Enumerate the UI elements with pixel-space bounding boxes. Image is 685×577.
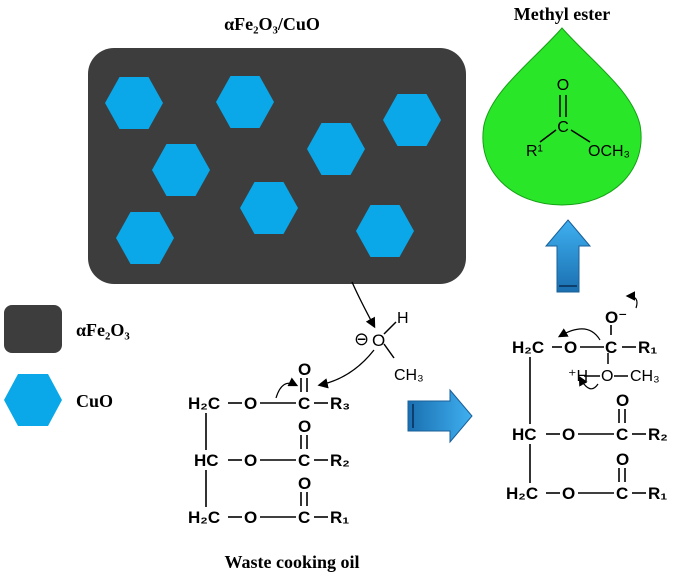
methoxide-oh-bond	[383, 321, 397, 335]
im-carbon: H₂C	[512, 338, 544, 357]
im-methoxy-ch3: CH₃	[630, 368, 660, 385]
catalyst-title: αFe₂O₃/CuO	[224, 14, 320, 34]
tg-carbonyl-c: C	[298, 394, 310, 413]
im-r-group: R₁	[648, 484, 667, 503]
cuo-hexagon	[152, 144, 210, 196]
tg-r-group: R₃	[330, 394, 350, 413]
im-carbonyl-c: C	[605, 338, 617, 357]
tg-carbonyl-o: O	[298, 417, 311, 436]
ester-bond-r	[539, 129, 557, 143]
product-drop	[482, 27, 642, 206]
tg-carbon: HC	[194, 451, 219, 470]
ester-r-group: R¹	[526, 143, 543, 160]
cuo-hexagon	[240, 182, 298, 234]
tg-carbonyl-c: C	[298, 451, 310, 470]
legend-fe2o3-label: αFe₂O₃	[76, 320, 130, 340]
im-arrow-to-o	[557, 328, 601, 341]
catalyst-to-methoxide-arrow	[351, 281, 376, 329]
ester-carbon: C	[557, 119, 569, 136]
im-carbonyl-c: C	[616, 425, 628, 444]
methoxide-charge: ⊖	[354, 329, 369, 349]
im-r-group: R₂	[648, 425, 668, 444]
tg-r-group: R₁	[330, 508, 349, 527]
tg-ester-o: O	[244, 508, 257, 527]
im-ester-o: O	[564, 338, 577, 357]
cuo-particles	[105, 76, 441, 264]
cuo-hexagon	[356, 205, 414, 257]
legend-cuo-swatch	[4, 374, 62, 426]
im-methoxy-o: O	[601, 368, 613, 385]
tg-carbon: H₂C	[188, 508, 220, 527]
im-carbonyl-c: C	[616, 484, 628, 503]
tg-ester-o: O	[244, 451, 257, 470]
im-carbon: HC	[512, 425, 537, 444]
legend-fe2o3-swatch	[4, 305, 62, 353]
ester-carbonyl-o: O	[557, 77, 569, 94]
tg-r-group: R₂	[330, 451, 350, 470]
cuo-hexagon	[105, 77, 163, 129]
im-arrow-o-minus	[625, 291, 638, 309]
cuo-hexagon	[383, 94, 441, 146]
cuo-hexagon	[216, 76, 274, 128]
cuo-hexagon	[307, 123, 365, 175]
right-arrow	[407, 388, 473, 444]
up-arrow	[544, 219, 592, 293]
tg-carbonyl-c: C	[298, 508, 310, 527]
nucleophilic-attack-arrow	[317, 349, 375, 389]
im-ester-o: O	[562, 484, 575, 503]
cuo-hexagon	[116, 212, 174, 264]
im-carbonyl-o: O	[616, 450, 629, 469]
methoxide-och3-bond	[383, 343, 395, 359]
im-arrow-proton	[578, 375, 599, 390]
tg-carbon: H₂C	[188, 394, 220, 413]
methoxide-h: H	[397, 310, 409, 327]
tg-carbonyl-o: O	[298, 360, 311, 379]
im-ester-o: O	[562, 425, 575, 444]
tg-ester-o: O	[244, 394, 257, 413]
tg-carbonyl-o: O	[298, 474, 311, 493]
tg-caption: Waste cooking oil	[224, 552, 359, 572]
tg-electron-arrow	[275, 377, 299, 399]
im-r-group: R₁	[638, 338, 657, 357]
legend-cuo-label: CuO	[76, 391, 113, 411]
im-o-minus: O⁻	[605, 308, 627, 327]
methoxide-ch3: CH₃	[394, 367, 424, 384]
im-carbon: H₂C	[506, 484, 538, 503]
product-title: Methyl ester	[514, 4, 610, 24]
im-carbonyl-o: O	[616, 391, 629, 410]
methoxide-o: O	[372, 331, 385, 350]
ester-och3: OCH₃	[588, 143, 630, 160]
ester-bond-och3	[570, 129, 591, 143]
